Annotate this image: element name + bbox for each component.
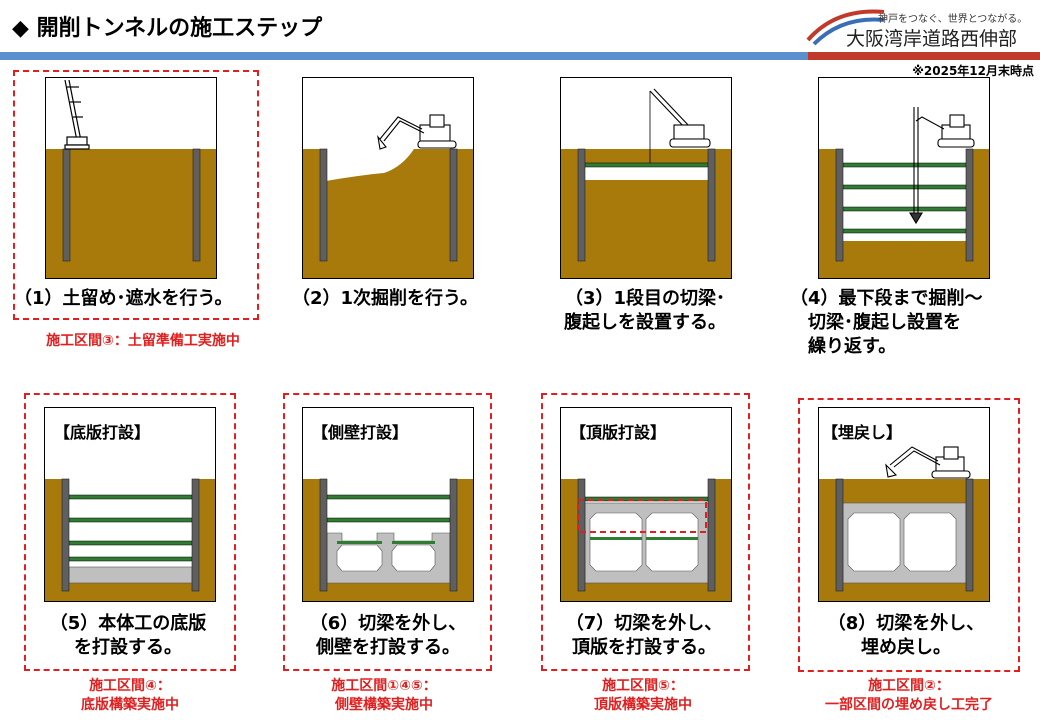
active-frame-step7 <box>541 393 750 671</box>
step1-caption: （1）土留め･遮水を行う。 <box>14 288 233 309</box>
excavator-icon <box>377 114 457 150</box>
active-frame-step1 <box>13 70 259 320</box>
step5-panel-label: 【底版打設】 <box>54 423 151 442</box>
clamshell-excavator-icon <box>909 107 975 225</box>
step7-illustration <box>560 407 732 602</box>
step8-panel-label: 【埋戻し】 <box>822 423 903 442</box>
step7-status: 施工区間⑤： 頂版構築実施中 <box>594 678 692 713</box>
step4-illustration <box>818 77 990 279</box>
company-logo: 神戸をつなぐ、世界とつながる。 大阪湾岸道路西伸部 <box>806 2 1038 52</box>
step8-status: 施工区間②： 一部区間の埋め戻し工完了 <box>825 678 993 713</box>
logo-name: 大阪湾岸道路西伸部 <box>846 28 1018 50</box>
pile-driver-icon <box>64 79 90 150</box>
step7-panel-label: 【頂版打設】 <box>570 423 667 442</box>
logo-tagline: 神戸をつなぐ、世界とつながる。 <box>878 14 1028 25</box>
step8-illustration <box>818 407 990 602</box>
logo-wave-icon <box>806 9 885 46</box>
step1-illustration <box>45 77 217 279</box>
step6-caption: （6）切梁を外し、 側壁を打設する。 <box>309 613 467 658</box>
step8-caption: （8）切梁を外し、 埋め戻し。 <box>827 613 985 658</box>
active-frame-step5 <box>24 393 236 671</box>
crawler-crane-icon <box>649 88 711 163</box>
step5-status: 施工区間④： 底版構築実施中 <box>81 678 179 713</box>
step4-caption: （4）最下段まで掘削～ 切梁･腹起し設置を 繰り返す。 <box>790 288 983 357</box>
excavator-icon <box>885 446 971 479</box>
step6-illustration <box>302 407 474 602</box>
step3-illustration <box>560 77 732 279</box>
step2-illustration <box>302 77 474 279</box>
step5-caption: （5）本体工の底版 を打設する。 <box>49 613 207 658</box>
step3-caption: （3）1段目の切梁･ 腹起しを設置する。 <box>564 288 726 333</box>
step6-panel-label: 【側壁打設】 <box>312 423 409 442</box>
active-frame-step6 <box>283 393 492 671</box>
step7-caption: （7）切梁を外し、 頂版を打設する。 <box>565 613 723 658</box>
page-title: ◆ 開削トンネルの施工ステップ <box>12 16 323 41</box>
active-frame-step8 <box>798 398 1020 672</box>
highlight-box <box>577 499 707 533</box>
step2-caption: （2）1次掘削を行う。 <box>292 288 478 309</box>
step6-status: 施工区間①④⑤： 側壁構築実施中 <box>331 678 437 713</box>
as-of-note: ※2025年12月末時点 <box>912 64 1034 78</box>
header-band <box>0 52 1040 60</box>
step5-illustration <box>44 407 216 602</box>
step1-status: 施工区間③：土留準備工実施中 <box>46 333 240 349</box>
